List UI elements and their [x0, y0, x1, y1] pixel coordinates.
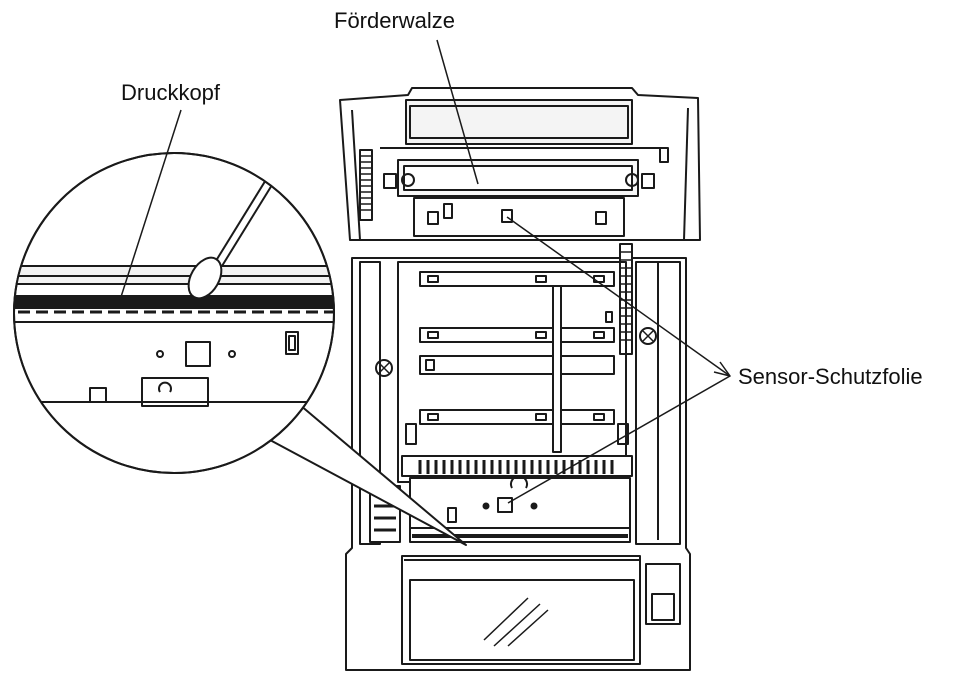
leader-sensor-lower: [507, 375, 731, 504]
front-window: [401, 555, 681, 665]
tear-bar: [401, 455, 633, 477]
label-feed-roller: Förderwalze: [334, 8, 456, 33]
screw-right: [639, 327, 657, 345]
cleaning-swab: [187, 256, 223, 300]
leader-feed-roller: [436, 39, 479, 185]
arrow-head: [713, 361, 731, 377]
label-print-head: Druckkopf: [121, 80, 221, 105]
leader-print-head: [119, 109, 182, 301]
cover-slot: [659, 147, 669, 163]
rail-4: [419, 409, 615, 425]
screw-left: [375, 359, 393, 377]
rail-3: [419, 355, 615, 375]
label-sensor-film: Sensor-Schutzfolie: [738, 364, 923, 389]
sensor-film-lower: [497, 497, 513, 513]
leader-lines: [119, 39, 731, 504]
leader-sensor-upper: [506, 216, 731, 377]
sensor-film-upper: [501, 209, 513, 223]
print-head-strip: [14, 295, 334, 309]
feed-roller: [383, 159, 655, 197]
bracket-slot: [427, 211, 439, 225]
bracket-slot: [595, 211, 607, 225]
rail-2: [419, 327, 615, 343]
rail-1: [419, 271, 615, 287]
bracket-slot: [443, 203, 453, 219]
roller-bracket: [413, 197, 625, 237]
guide-rod: [552, 285, 562, 453]
paper-compartment: [397, 261, 629, 483]
magnified-inset: [13, 152, 467, 546]
